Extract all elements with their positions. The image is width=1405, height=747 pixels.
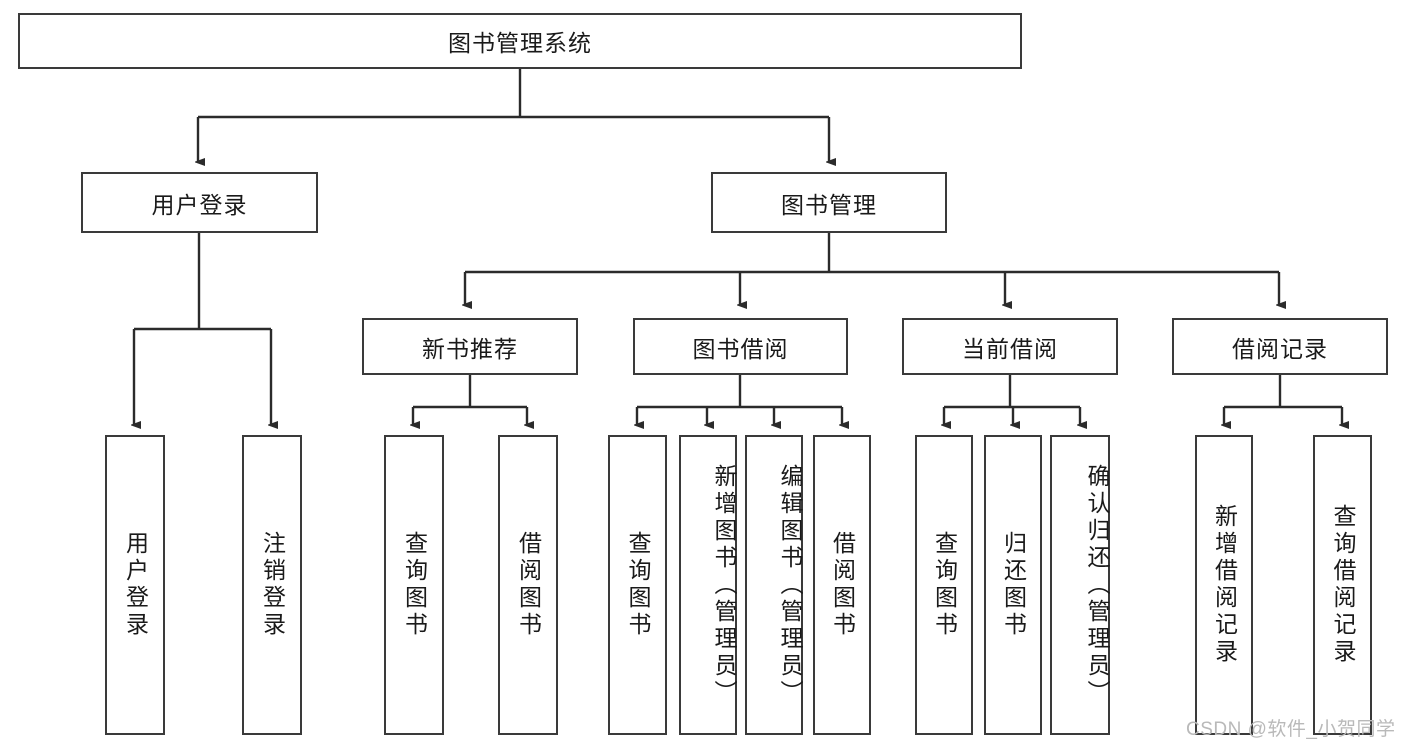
node-label: 借阅记录 (1232, 335, 1328, 362)
node-leaf-query-borrow-record[interactable]: 查询借阅记录 (1313, 435, 1372, 735)
node-leaf-query-book-2[interactable]: 查询图书 (608, 435, 667, 735)
node-label: 图书管理 (781, 191, 877, 218)
node-label: 用户登录 (151, 191, 248, 218)
node-label: 确认归还（管理员） (1084, 463, 1110, 707)
node-leaf-query-book-3[interactable]: 查询图书 (915, 435, 973, 735)
node-leaf-confirm-return[interactable]: 确认归还（管理员） (1050, 435, 1110, 735)
node-label: 新书推荐 (422, 335, 518, 362)
node-label: 归还图书 (1000, 531, 1027, 639)
node-book-management[interactable]: 图书管理 (711, 172, 947, 233)
node-label: 当前借阅 (962, 335, 1058, 362)
node-current-borrow[interactable]: 当前借阅 (902, 318, 1118, 375)
node-book-borrow[interactable]: 图书借阅 (633, 318, 848, 375)
node-label: 图书借阅 (692, 335, 789, 362)
node-label: 注销登录 (259, 531, 286, 639)
node-leaf-return-book[interactable]: 归还图书 (984, 435, 1042, 735)
node-label: 查询图书 (625, 531, 651, 639)
node-leaf-user-login[interactable]: 用户登录 (105, 435, 165, 735)
node-leaf-borrow-book-1[interactable]: 借阅图书 (498, 435, 558, 735)
node-label: 新增图书（管理员） (711, 463, 737, 707)
node-borrow-record[interactable]: 借阅记录 (1172, 318, 1388, 375)
node-root-system[interactable]: 图书管理系统 (18, 13, 1022, 69)
node-label: 查询图书 (401, 531, 428, 639)
node-leaf-user-logout[interactable]: 注销登录 (242, 435, 302, 735)
node-leaf-add-book[interactable]: 新增图书（管理员） (679, 435, 737, 735)
node-leaf-borrow-book-2[interactable]: 借阅图书 (813, 435, 871, 735)
node-leaf-edit-book[interactable]: 编辑图书（管理员） (745, 435, 803, 735)
node-label: 用户登录 (122, 531, 149, 639)
node-label: 查询图书 (931, 531, 958, 639)
node-label: 借阅图书 (829, 531, 856, 639)
node-label: 新增借阅记录 (1211, 504, 1238, 666)
node-leaf-query-book-1[interactable]: 查询图书 (384, 435, 444, 735)
node-label: 图书管理系统 (448, 30, 592, 56)
node-label: 编辑图书（管理员） (777, 463, 803, 707)
node-new-book-recommend[interactable]: 新书推荐 (362, 318, 578, 375)
node-user-login[interactable]: 用户登录 (81, 172, 318, 233)
node-label: 借阅图书 (515, 531, 542, 639)
csdn-watermark: CSDN @软件_小贺同学 (1186, 719, 1396, 740)
node-label: 查询借阅记录 (1330, 504, 1356, 666)
node-leaf-add-borrow-record[interactable]: 新增借阅记录 (1195, 435, 1253, 735)
